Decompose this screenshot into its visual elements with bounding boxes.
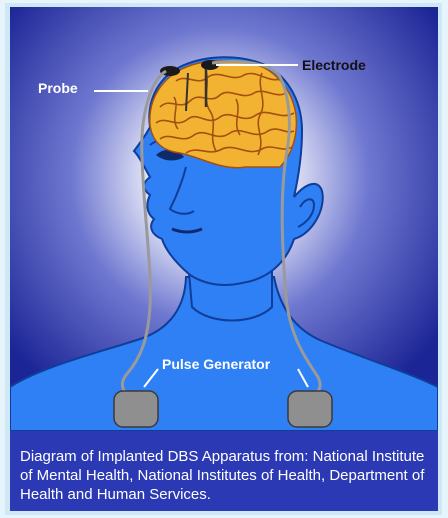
dbs-diagram: Probe Electrode Pulse Generator bbox=[10, 7, 438, 431]
brain bbox=[150, 61, 297, 168]
pulse-generator-label: Pulse Generator bbox=[162, 356, 271, 372]
figure-card: Probe Electrode Pulse Generator Diagram … bbox=[5, 3, 442, 515]
dbs-illustration: Probe Electrode Pulse Generator bbox=[10, 7, 438, 431]
figure-caption: Diagram of Implanted DBS Apparatus from:… bbox=[10, 431, 438, 511]
probe-label: Probe bbox=[38, 80, 78, 96]
left-pulse-generator bbox=[114, 391, 158, 427]
right-pulse-generator bbox=[288, 391, 332, 427]
electrode-label: Electrode bbox=[302, 57, 366, 73]
